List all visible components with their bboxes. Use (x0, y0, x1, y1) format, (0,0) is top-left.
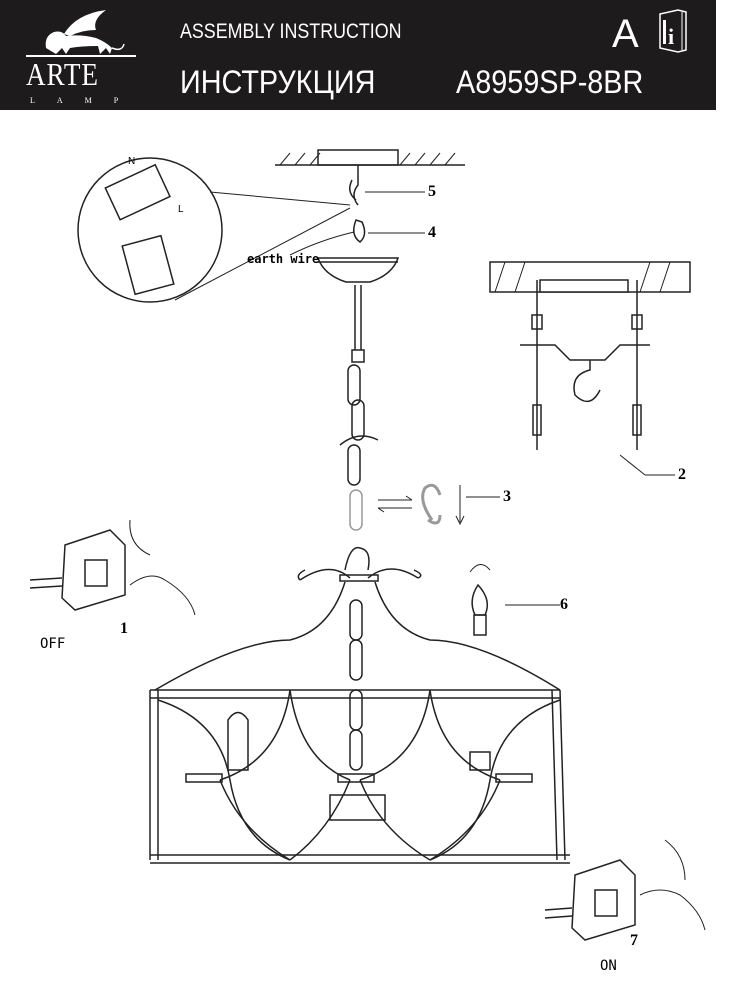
document-letter: A (612, 12, 639, 56)
open-chain-link (421, 483, 442, 525)
chandelier-frame (149, 581, 570, 864)
off-label: OFF (40, 636, 66, 652)
chain-link-top (353, 219, 366, 243)
callout-7: 7 (630, 932, 638, 949)
wall-switch-off (29, 519, 196, 616)
candle-bulb-icon (469, 564, 491, 636)
callout-1: 1 (120, 620, 128, 637)
ceiling-hatch (275, 149, 465, 166)
model-number: A8959SP-8BR (456, 64, 644, 100)
callout-4: 4 (428, 224, 436, 241)
callout-2: 2 (678, 466, 686, 483)
svg-text:i: i (668, 24, 674, 49)
header-bar: ARTE LAMP ASSEMBLY INSTRUCTION ИНСТРУКЦИ… (0, 0, 716, 110)
ceiling-mount-detail (489, 261, 691, 450)
winged-lion-logo-icon (26, 10, 136, 57)
chain (339, 364, 379, 771)
assembly-diagram (29, 149, 706, 941)
title-english: ASSEMBLY INSTRUCTION (180, 20, 402, 43)
callout-3: 3 (503, 488, 511, 505)
wall-switch-on (544, 839, 706, 941)
on-label: ON (600, 958, 617, 974)
wiring-detail-inset (77, 157, 351, 303)
canopy (316, 257, 400, 283)
manual-book-info-icon: i (659, 9, 687, 53)
crown (297, 546, 422, 581)
earth-wire (289, 231, 355, 256)
callout-5: 5 (428, 183, 436, 200)
ceiling-hook (349, 165, 359, 206)
wire-label-n: N (128, 156, 136, 167)
brand-logo-subtext: LAMP (30, 96, 141, 105)
earth-wire-label: earth wire (247, 252, 320, 266)
title-russian: ИНСТРУКЦИЯ (180, 64, 376, 100)
brand-logo-text: ARTE (26, 56, 99, 92)
wire-label-l: L (178, 204, 184, 215)
callout-6: 6 (560, 596, 568, 613)
